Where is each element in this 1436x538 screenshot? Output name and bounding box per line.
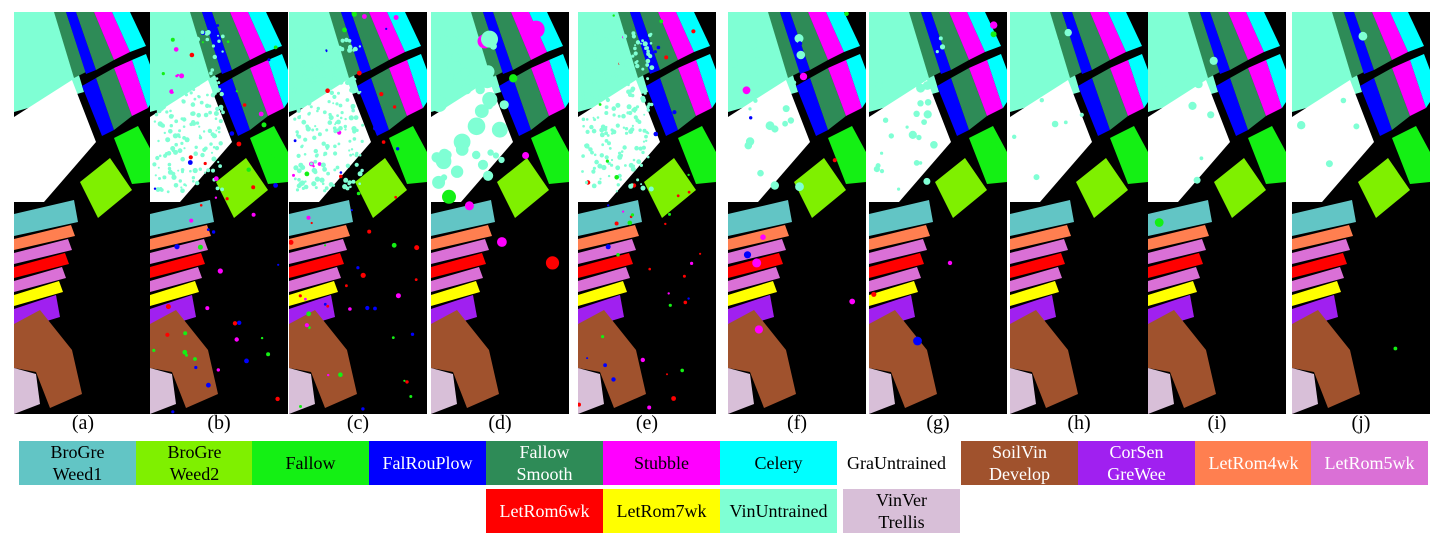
panel-label: (e) bbox=[635, 412, 659, 434]
legend-item: CorSen GreWee bbox=[1078, 441, 1195, 485]
panel-label: (f) bbox=[787, 412, 807, 434]
panel-label: (j) bbox=[1351, 412, 1371, 434]
classification-map bbox=[150, 12, 288, 414]
classification-map bbox=[728, 12, 866, 414]
legend-item: GraUntrained bbox=[838, 441, 955, 485]
panel-label: (c) bbox=[346, 412, 370, 434]
legend-item: Stubble bbox=[603, 441, 720, 485]
legend-item: VinUntrained bbox=[720, 489, 837, 533]
legend-item: FalRouPlow bbox=[369, 441, 486, 485]
classification-map bbox=[1292, 12, 1430, 414]
legend-item: Celery bbox=[720, 441, 837, 485]
legend-item: BroGre Weed1 bbox=[19, 441, 136, 485]
panel-label: (a) bbox=[71, 412, 95, 434]
legend-item: LetRom6wk bbox=[486, 489, 603, 533]
panel-label: (d) bbox=[488, 412, 512, 434]
legend-item: VinVer Trellis bbox=[843, 489, 960, 533]
panel-label: (b) bbox=[207, 412, 231, 434]
classification-map bbox=[14, 12, 152, 414]
panel-label: (i) bbox=[1207, 412, 1227, 434]
classification-map bbox=[431, 12, 569, 414]
panel-label: (g) bbox=[926, 412, 950, 434]
classification-map bbox=[869, 12, 1007, 414]
classification-map bbox=[578, 12, 716, 414]
legend-item: LetRom4wk bbox=[1195, 441, 1312, 485]
classification-map bbox=[1010, 12, 1148, 414]
legend-item: LetRom5wk bbox=[1311, 441, 1428, 485]
panel-label: (h) bbox=[1067, 412, 1091, 434]
classification-map bbox=[1148, 12, 1286, 414]
legend-item: Fallow Smooth bbox=[486, 441, 603, 485]
legend-item: SoilVin Develop bbox=[961, 441, 1078, 485]
legend-item: BroGre Weed2 bbox=[136, 441, 253, 485]
legend-item: LetRom7wk bbox=[603, 489, 720, 533]
legend-item: Fallow bbox=[252, 441, 369, 485]
classification-map bbox=[289, 12, 427, 414]
